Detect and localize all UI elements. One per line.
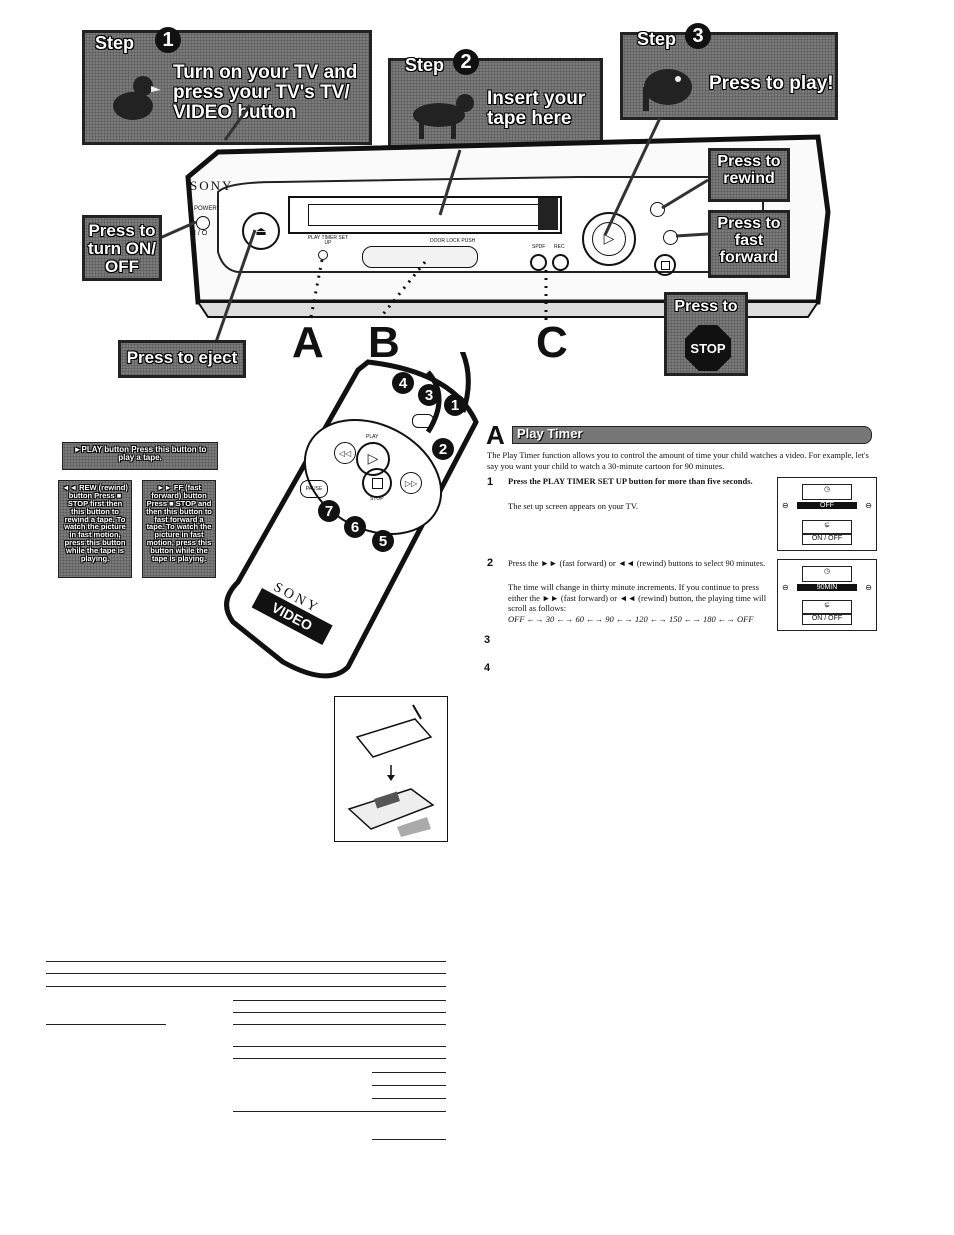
- arrow-icon: ⊊: [802, 600, 852, 614]
- rewind-callout: Press to rewind: [708, 148, 790, 202]
- remote-rew-button[interactable]: ◁◁: [334, 442, 356, 464]
- vcr-brand: SONY: [190, 178, 234, 193]
- play-timer-button[interactable]: [318, 250, 328, 260]
- vcr-rewind-button[interactable]: [650, 202, 665, 217]
- step2-text: Insert your tape here: [487, 88, 586, 129]
- spdf-label: SPDF: [532, 244, 546, 250]
- lcd2-value: 90MIN: [797, 583, 857, 591]
- plus-icon: ⊖: [865, 582, 872, 592]
- remote-number-4: 4: [392, 372, 414, 394]
- lcd-panel-2: ◷ ⊖ 90MIN ⊖ ⊊ ON / OFF: [777, 559, 877, 631]
- pt-step1-number: 1: [487, 476, 494, 488]
- play-button-box: ►PLAY button Press this button to play a…: [62, 442, 218, 470]
- step2-number: 2: [453, 49, 479, 75]
- power-callout: Press to turn ON/ OFF: [82, 215, 162, 281]
- pt-step2-number: 2: [487, 557, 494, 569]
- elephant-icon: [633, 59, 703, 119]
- rec-button[interactable]: [552, 254, 569, 271]
- play-icon: ▷: [603, 231, 615, 247]
- stop-icon: [371, 477, 383, 489]
- pt-step4-number: 4: [484, 662, 491, 674]
- stop-sign-icon: STOP: [685, 325, 731, 371]
- power-label: POWER: [194, 206, 217, 212]
- lcd1-value: OFF: [797, 501, 857, 509]
- rew-button-box: ◄◄ REW (rewind) button Press ■ STOP firs…: [58, 480, 132, 578]
- pt-step2-sequence: OFF ←→ 30 ←→ 60 ←→ 90 ←→ 120 ←→ 150 ←→ 1…: [508, 614, 754, 624]
- remote-ff-button[interactable]: ▷▷: [400, 472, 422, 494]
- battery-illustration: [334, 696, 448, 842]
- stop-icon: [660, 260, 670, 270]
- step3-text: Press to play!: [709, 73, 834, 94]
- door-lock[interactable]: [362, 246, 478, 268]
- play-timer-banner: Play Timer: [512, 426, 872, 444]
- letter-a: A: [292, 318, 324, 367]
- door-lock-label: DOOR LOCK PUSH: [430, 238, 476, 244]
- minus-icon: ⊖: [782, 500, 789, 510]
- remote-number-6: 6: [344, 516, 366, 538]
- lcd1-onoff: ON / OFF: [802, 534, 852, 545]
- lcd-panel-1: ◷ ⊖ OFF ⊖ ⊊ ON / OFF: [777, 477, 877, 551]
- power-button[interactable]: [196, 216, 210, 230]
- rec-label: REC: [554, 244, 565, 250]
- dog-icon: [399, 83, 479, 148]
- step3-screen: Step 3 Press to play!: [620, 23, 838, 120]
- remote-number-2: 2: [432, 438, 454, 460]
- eject-callout: Press to eject: [118, 340, 246, 378]
- step1-number: 1: [155, 27, 181, 53]
- eject-icon: ⏏: [255, 223, 267, 238]
- pt-step1-body: The set up screen appears on your TV.: [508, 501, 638, 511]
- vcr-play-button[interactable]: ▷: [582, 212, 636, 266]
- remote-number-5: 5: [372, 530, 394, 552]
- step1-label: Step: [95, 33, 135, 53]
- remote-pause-button[interactable]: PAUSE: [300, 480, 328, 498]
- step1-text: Turn on your TV and press your TV's TV/ …: [173, 62, 358, 123]
- vcr-stop-button[interactable]: [654, 254, 676, 276]
- stop-callout: Press to STOP: [664, 292, 748, 376]
- vcr-ff-button[interactable]: [663, 230, 678, 245]
- pt-step1-title: Press the PLAY TIMER SET UP button for m…: [508, 476, 753, 486]
- duck-icon: [103, 68, 163, 133]
- pt-step3-number: 3: [484, 634, 491, 646]
- ff-callout: Press to fast forward: [708, 210, 790, 278]
- remote-stop-label: STOP: [370, 496, 384, 502]
- pt-step2-title: Press the ►► (fast forward) or ◄◄ (rewin…: [508, 558, 766, 568]
- remote-tv-video-button[interactable]: [412, 414, 434, 428]
- minus-icon: ⊖: [782, 582, 789, 592]
- lcd2-onoff: ON / OFF: [802, 614, 852, 625]
- play-timer-intro: The Play Timer function allows you to co…: [487, 450, 869, 471]
- rewind-icon: ◁◁: [338, 448, 352, 458]
- letter-b: B: [368, 318, 400, 367]
- spdf-button[interactable]: [530, 254, 547, 271]
- fast-forward-icon: ▷▷: [404, 478, 418, 488]
- step3-label: Step: [637, 29, 677, 49]
- remote-number-3: 3: [418, 384, 440, 406]
- arrow-icon: ⊊: [802, 520, 852, 534]
- power-sub-label: I / O: [194, 230, 208, 237]
- tape-slot[interactable]: [288, 196, 562, 234]
- remote-play-label: PLAY: [366, 434, 379, 440]
- plus-icon: ⊖: [865, 500, 872, 510]
- pt-step2-body: The time will change in thirty minute in…: [508, 582, 767, 614]
- play-timer-letter: A: [486, 420, 505, 450]
- ff-button-box: ►► FF (fast forward) button Press ■ STOP…: [142, 480, 216, 578]
- play-icon: ▷: [367, 451, 379, 467]
- step1-screen: Step 1 Turn on your TV and press your TV…: [82, 27, 372, 145]
- play-timer-label: PLAY TIMER SET UP: [307, 235, 349, 246]
- letter-c: C: [536, 318, 568, 367]
- play-timer-title: Play Timer: [517, 426, 583, 441]
- eject-button[interactable]: ⏏: [242, 212, 280, 250]
- connector-lines: [159, 104, 709, 346]
- clock-icon: ◷: [802, 566, 852, 582]
- remote-number-1: 1: [444, 394, 466, 416]
- remote-stop-button[interactable]: [362, 468, 392, 498]
- remote-number-7: 7: [318, 500, 340, 522]
- step3-number: 3: [685, 23, 711, 49]
- clock-icon: ◷: [802, 484, 852, 500]
- step2-label: Step: [405, 55, 445, 75]
